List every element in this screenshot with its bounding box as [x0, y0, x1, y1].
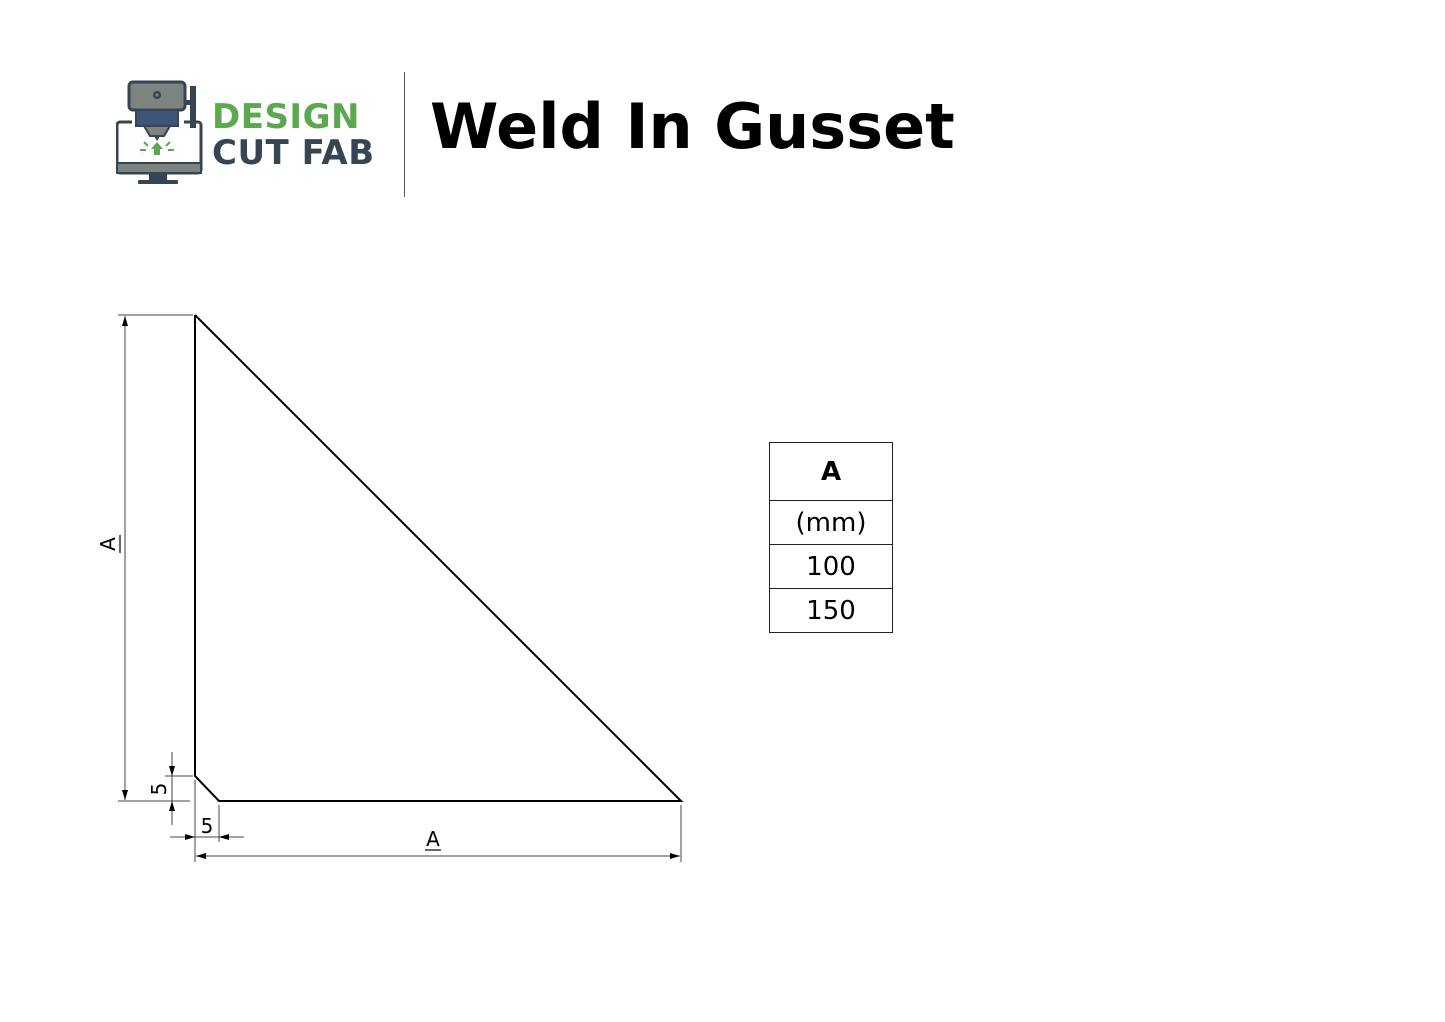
- header-divider: [404, 72, 405, 197]
- dimension-vertical-a: A: [96, 316, 128, 800]
- dimension-label-chamfer-v: 5: [147, 783, 171, 796]
- dimension-label-horizontal: A: [426, 827, 440, 851]
- dimension-label-chamfer-h: 5: [201, 814, 214, 838]
- table-header-a: A: [769, 442, 893, 501]
- brand-line-cut-fab: CUT FAB: [212, 133, 375, 173]
- page-title: Weld In Gusset: [430, 90, 955, 163]
- dimension-horizontal-a: A: [196, 827, 680, 859]
- dimension-label-vertical: A: [96, 537, 120, 551]
- table-row: 100: [769, 544, 893, 589]
- dimension-chamfer-horizontal: 5: [170, 814, 244, 840]
- gusset-outline: [194, 314, 684, 802]
- table-unit: (mm): [769, 500, 893, 545]
- brand-logo: [115, 78, 206, 188]
- laser-cutter-monitor-icon: [115, 80, 203, 184]
- size-table: A (mm) 100 150: [769, 442, 893, 633]
- brand-line-design: DESIGN: [212, 97, 360, 137]
- table-row: 150: [769, 588, 893, 633]
- extension-lines: [118, 314, 682, 862]
- dimension-chamfer-vertical: 5: [147, 752, 175, 825]
- brand-wordmark: DESIGN CUT FAB: [212, 100, 375, 170]
